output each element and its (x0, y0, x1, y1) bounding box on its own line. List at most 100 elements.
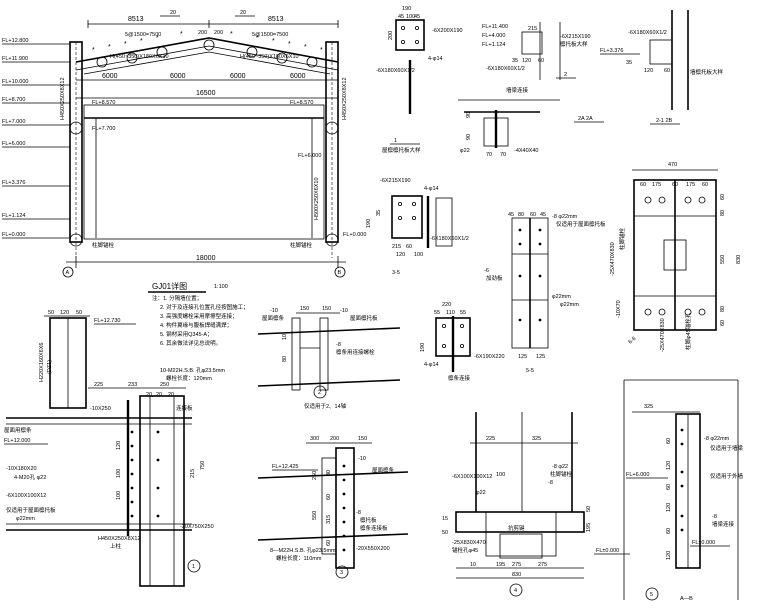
slope-dim-left: 5@1500=7500 (125, 32, 161, 38)
d1-elev: FL+12.000 (4, 438, 30, 444)
s6-d8: 550 (720, 255, 726, 264)
d5-num: 5 (650, 592, 653, 598)
elev-l1: FL+11.900 (2, 56, 28, 62)
elev-r0: FL+0.000 (343, 232, 366, 238)
d3-plate-a: -10 (358, 456, 366, 462)
d4-d5: 100 (496, 472, 505, 478)
s5-d0: 45 (508, 212, 514, 218)
d2-note-a: 屋面檩条 (262, 314, 285, 322)
d3-dim-b: 200 (330, 436, 339, 442)
svg-text:*: * (92, 47, 95, 54)
d3-plate-c: -20X550X200 (356, 546, 390, 552)
d2-plate-a: -10 (270, 308, 278, 314)
d1-hole: φ22mm (16, 516, 35, 522)
span-3: 6000 (230, 73, 246, 80)
s3-d3: 60 (406, 244, 412, 250)
svg-text:*: * (320, 47, 323, 54)
d2-footer: 仅适用于2、14轴 (304, 402, 347, 410)
s2b-caption: 2-1 2B (656, 118, 673, 124)
s6-d6: 60 (720, 194, 726, 200)
d3-elev: FL+12.425 (272, 464, 298, 470)
d4-d1: 325 (532, 436, 541, 442)
s4-caption: 檩条连接 (448, 374, 471, 382)
d1-bolt: 4-M20孔 φ22 (14, 473, 46, 481)
d4-bolt: -8 φ22 (552, 464, 568, 470)
s2b-plate: -6X180X60X1/2 (628, 30, 667, 36)
s2a-caption: 2A 2A (578, 116, 593, 122)
s2b-elev: FL+3.376 (600, 48, 623, 54)
s4-plate: -6X190X220 (474, 354, 505, 360)
slope-dim-c1: 200 (198, 30, 207, 36)
elev-l0: FL+12.800 (2, 38, 28, 44)
s2b-sub: 墙檩托板大样 (690, 68, 724, 76)
d4-d2: 830 (512, 572, 521, 578)
d5-d2: 120 (666, 461, 672, 470)
span-1: 6000 (102, 73, 118, 80)
gj-title-block: GJ01详图 1:100 注：1. 分隔墙位置； 2. 对于及连接孔位置孔径按图… (148, 281, 249, 347)
s6-d4: 175 (686, 182, 695, 188)
d2-num: 2 (318, 390, 321, 396)
d5-d6: 120 (666, 551, 672, 560)
elev-l6: FL+3.376 (2, 180, 25, 186)
s2b-d0: 35 (626, 60, 632, 66)
d1-bolt-spec: 10-M22H.S.B. 孔φ23.5mm (160, 366, 225, 374)
slope-dim-right: 5@1500=7500 (252, 32, 288, 38)
d4-plate2: -25X830X470 (452, 540, 486, 546)
d5-d4: 120 (666, 503, 672, 512)
d2-plate-b: -10 (340, 308, 348, 314)
svg-text:*: * (124, 41, 127, 48)
section-2: FL+11.400 FL+4.000 FL+1.124 215 -6X215X1… (482, 22, 591, 80)
note-2: 3. 高强度螺栓采用摩擦型连接； (160, 312, 238, 320)
s2a-d0: 90 (466, 112, 472, 118)
detail-3: 300 200 150 FL+12.425 550 250 30 60 315 … (257, 436, 409, 579)
s2a-d3: 70 (500, 152, 506, 158)
d2-dim-d: 10 (282, 334, 288, 340)
d5-d5: 60 (666, 528, 672, 534)
elev-l4: FL+7.000 (2, 119, 25, 125)
s2a-plate: -4X40X40 (514, 148, 538, 154)
d1-stub: H220X160X6X6 (39, 343, 45, 382)
d1-t2: 20 (156, 392, 162, 398)
s1-d1: 45 (398, 14, 404, 20)
s6-caption: 6-6 (627, 336, 637, 346)
detail-4: 225 325 -6X100X100X12 100 -8 φ22 柱脚锚栓 -8… (442, 412, 630, 597)
d3-bolt-len: 螺栓长度：110mm (276, 554, 322, 562)
s4-d4: 190 (420, 343, 426, 352)
d2-plate-c: -8 (336, 342, 341, 348)
svg-text:*: * (180, 31, 183, 38)
d3-note-a: 屋面檩条 (372, 466, 395, 474)
elev-i0: FL+8.570 (92, 100, 115, 106)
s2-elev1: FL+4.000 (482, 33, 505, 39)
s2a-sub: 墙梁连接 (506, 86, 529, 94)
d1-stub2: (DZ1) (47, 360, 53, 374)
s2-plate2: -6X180X60X1/2 (486, 66, 525, 72)
d1-dim-a: 50 (48, 310, 54, 316)
d5-d1: 60 (666, 438, 672, 444)
d5-note2: 墙梁连接 (712, 520, 735, 528)
s2b-d1: 120 (644, 68, 653, 74)
d1-v3: 100 (116, 491, 122, 500)
elev-i2: FL+7.700 (92, 126, 115, 132)
d1-dim-c: 50 (76, 310, 82, 316)
s6-d9: 830 (736, 255, 742, 264)
d1-v1: 120 (116, 441, 122, 450)
d5-elev: FL+6.000 (626, 472, 649, 478)
s5-d5: 125 (536, 354, 545, 360)
s1-bolt: 4-φ14 (428, 56, 443, 62)
d3-note-b: 檩托板 (360, 516, 377, 524)
d3-dim-d: 550 (312, 511, 318, 520)
d5-d3: 60 (666, 484, 672, 490)
note-4: 5. 钢材采用Q345-A； (160, 330, 213, 338)
d1-v2: 100 (116, 469, 122, 478)
s3-caption: 3-5 (392, 270, 400, 276)
s2b-d2: 60 (664, 68, 670, 74)
s3-bolt: 4-φ14 (424, 186, 439, 192)
d4-d0: 225 (486, 436, 495, 442)
d5-d0: 325 (644, 404, 653, 410)
d4-num: 4 (514, 588, 517, 594)
s4-d1: 55 (434, 310, 440, 316)
d3-dim-f: 30 (326, 470, 332, 476)
s3-d1: 35 (376, 210, 382, 216)
section-3: -6X215X190 4-φ14 190 35 215 60 120 100 -… (366, 178, 469, 276)
gj-scale: 1:100 (214, 284, 228, 290)
